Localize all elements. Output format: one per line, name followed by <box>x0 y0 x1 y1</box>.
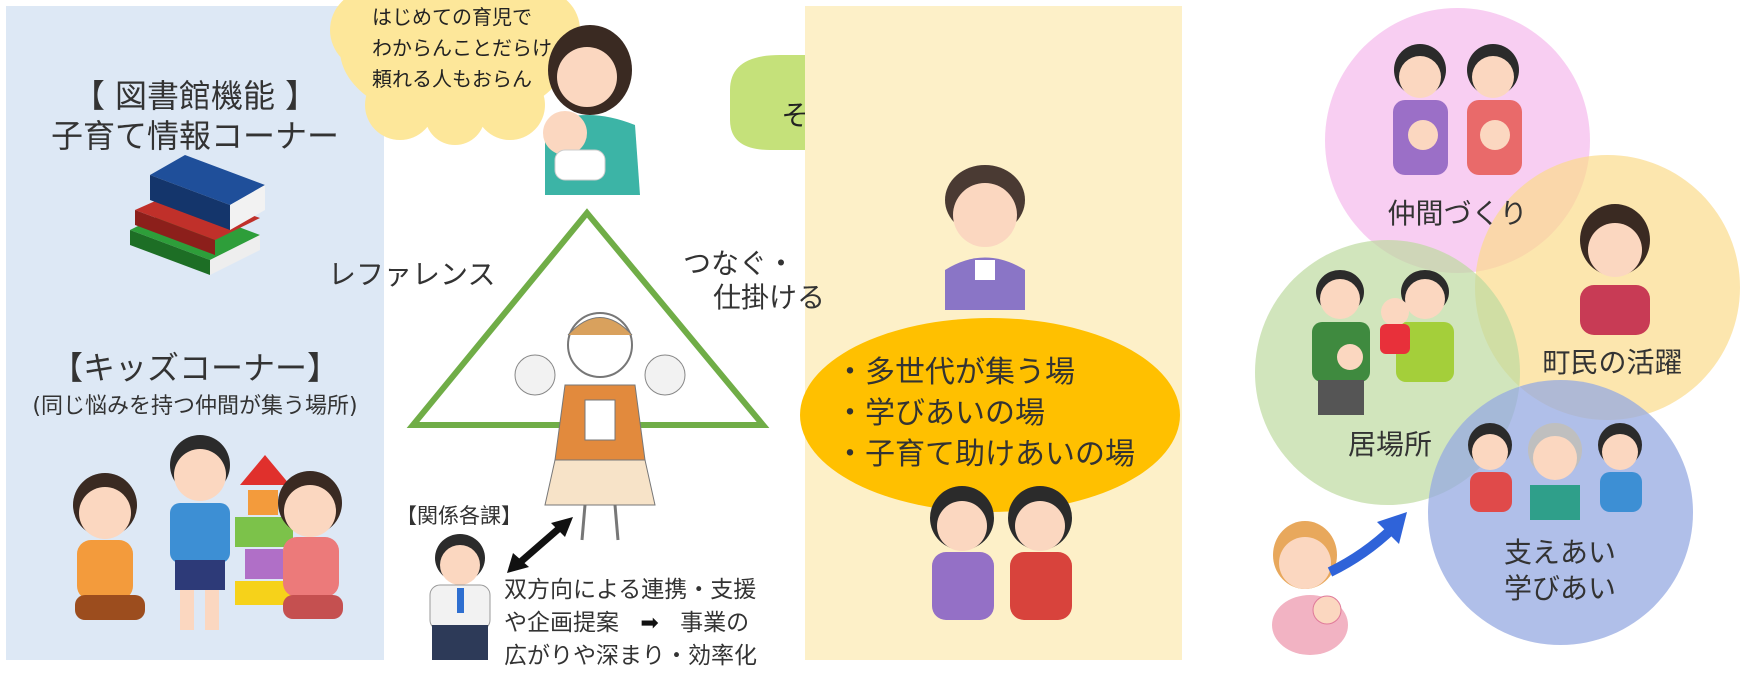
pregnant-woman-illustration <box>1272 521 1348 655</box>
kids-corner-title: 【キッズコーナー】 <box>50 349 339 387</box>
collab-line1: 双方向による連携・支援 <box>504 577 757 603</box>
venn-label-support-line1: 支えあい <box>1503 536 1616 569</box>
kids-corner-subtitle: (同じ悩みを持つ仲間が集う場所) <box>32 394 358 419</box>
oval-item: ・学びあいの場 <box>835 396 1045 431</box>
mother-bubble-line2: わからんことだらけ… <box>372 36 572 60</box>
oval-item: ・子育て助けあいの場 <box>835 437 1135 472</box>
collab-line2-end: 事業の <box>680 610 750 636</box>
connect-label: つなぐ・ 仕掛ける <box>683 247 825 315</box>
mother-bubble-text: はじめての育児で わからんことだらけ… 頼れる人もおらん <box>372 2 572 95</box>
kids-playing-illustration <box>73 435 343 630</box>
reference-label: レファレンス <box>328 258 496 291</box>
librarian-illustration <box>514 312 686 541</box>
departments-label: 【関係各課】 <box>396 504 522 528</box>
venn-label-support-line2: 学びあい <box>1503 572 1616 605</box>
books-illustration <box>130 155 265 275</box>
collab-line2: や企画提案 ➡ 事業の <box>504 607 757 640</box>
grandma-illustration <box>945 165 1025 310</box>
grandpa-reading-illustration <box>1468 423 1642 520</box>
collaboration-text: 双方向による連携・支援 や企画提案 ➡ 事業の 広がりや深まり・効率化 <box>504 574 757 673</box>
library-title: 【 図書館機能 】 子育て情報コーナー <box>6 76 384 156</box>
staff-man-illustration <box>429 534 491 660</box>
townswoman-illustration <box>1580 204 1650 335</box>
mother-thought-bubble <box>330 0 580 145</box>
collab-line3: 広がりや深まり・効率化 <box>504 643 757 669</box>
two-mothers-illustration <box>930 486 1072 620</box>
worried-mother-illustration <box>543 25 640 195</box>
venn-label-support: 支えあい 学びあい <box>1485 535 1635 607</box>
venn-label-place: 居場所 <box>1347 428 1432 461</box>
mothers-with-babies-illustration <box>1393 44 1522 175</box>
oval-items: ・多世代が集う場 ・学びあいの場 ・子育て助けあいの場 <box>835 352 1135 475</box>
mother-bubble-line3: 頼れる人もおらん <box>372 67 532 91</box>
venn-label-townspeople: 町民の活躍 <box>1542 346 1683 379</box>
connect-label-line2: 仕掛ける <box>713 281 826 314</box>
collab-line2-start: や企画提案 <box>504 610 619 636</box>
double-arrow-icon <box>507 517 573 573</box>
right-arrow-icon: ➡ <box>640 611 659 636</box>
connect-label-line1: つなぐ・ <box>683 247 796 280</box>
library-title-line1: 【 図書館機能 】 <box>72 77 318 115</box>
blue-arrow-icon <box>1327 512 1407 577</box>
venn-label-friends: 仲間づくり <box>1387 197 1528 230</box>
family-illustration <box>1312 270 1454 415</box>
mother-bubble-line1: はじめての育児で <box>372 5 532 29</box>
oval-item: ・多世代が集う場 <box>835 355 1075 390</box>
library-title-line2: 子育て情報コーナー <box>50 117 339 155</box>
community-oval <box>800 318 1180 512</box>
